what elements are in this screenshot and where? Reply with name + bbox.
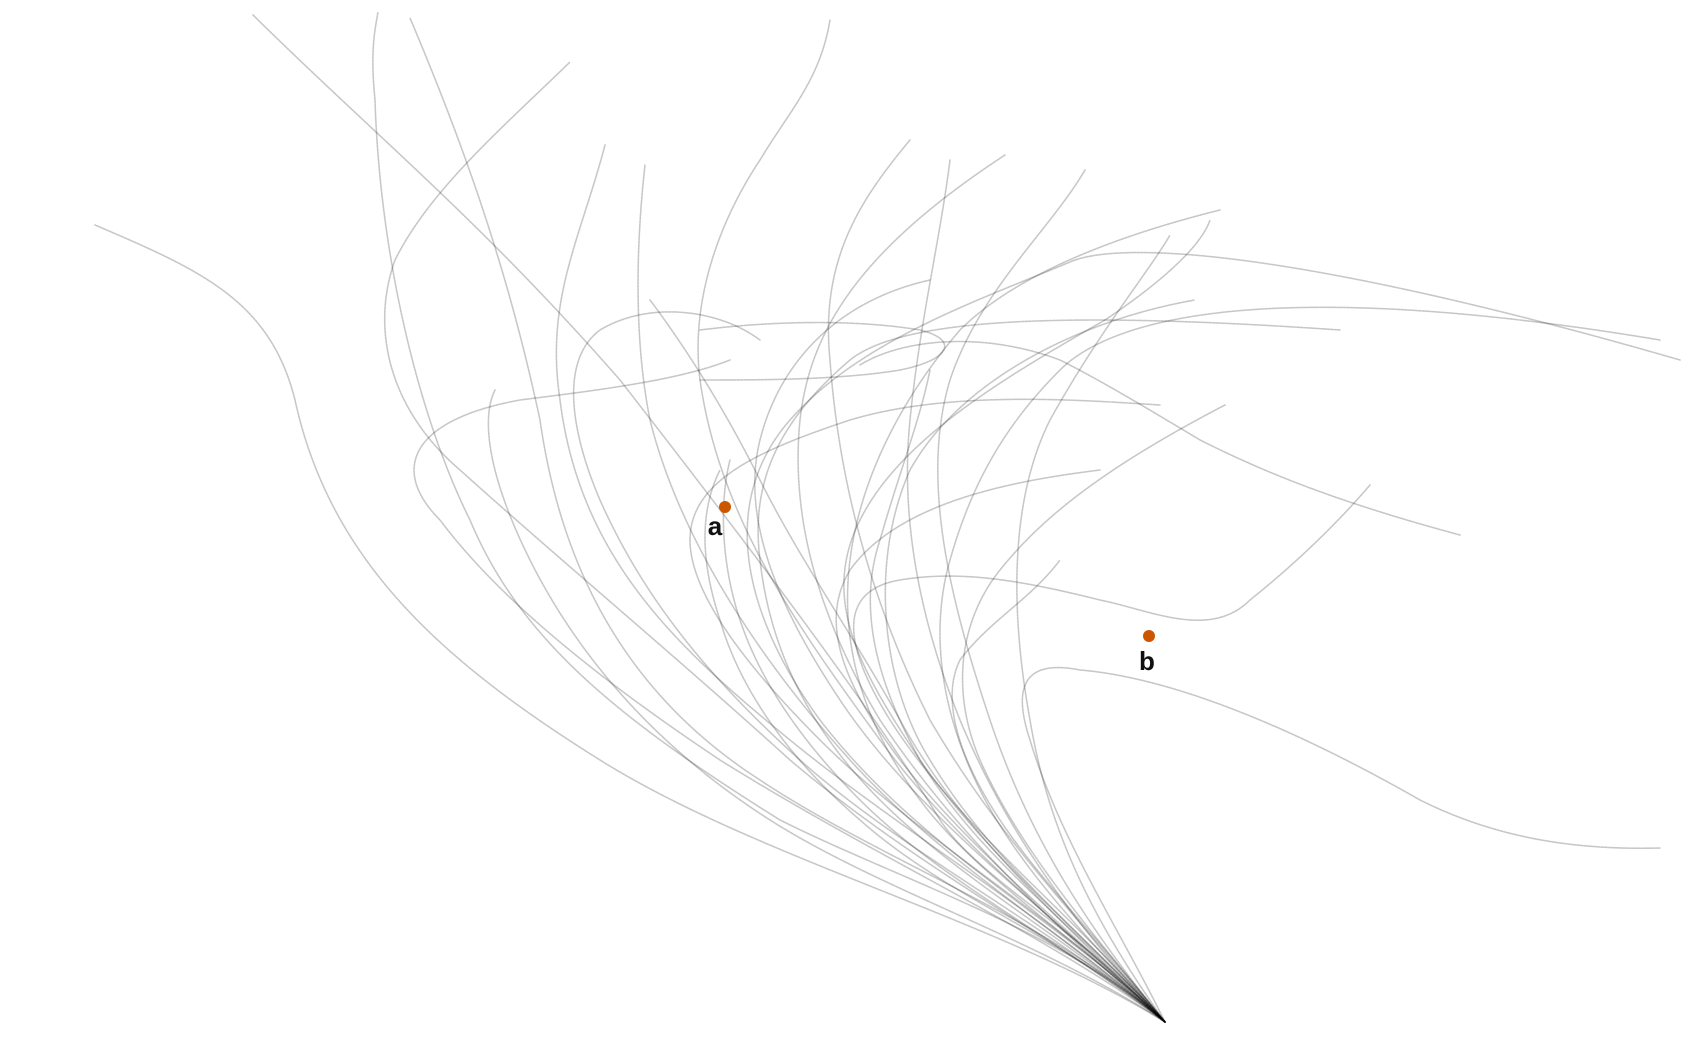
trajectory-line bbox=[722, 459, 1166, 1023]
trajectory-line bbox=[689, 398, 1166, 1023]
trajectory-line bbox=[252, 14, 1166, 1023]
trajectory-line bbox=[827, 139, 1166, 1023]
trajectory-line bbox=[937, 169, 1166, 1023]
trajectory-line bbox=[859, 340, 1461, 536]
trajectory-line bbox=[1016, 234, 1171, 1023]
marker-group: a b bbox=[708, 501, 1155, 676]
trajectory-line bbox=[797, 154, 1166, 1023]
trajectory-line bbox=[372, 11, 1166, 1023]
marker-b-label: b bbox=[1139, 646, 1155, 676]
trajectory-line bbox=[884, 299, 1196, 1023]
marker-a-label: a bbox=[708, 511, 723, 541]
trajectory-line bbox=[697, 19, 1166, 1023]
trajectory-line bbox=[746, 251, 1681, 1023]
trajectory-line bbox=[409, 17, 1166, 1023]
marker-b-dot bbox=[1143, 630, 1155, 642]
trajectory-line bbox=[835, 469, 1166, 1023]
trajectory-line bbox=[1021, 666, 1661, 1023]
trajectory-line bbox=[572, 311, 1166, 1023]
trajectory-line bbox=[754, 279, 1166, 1023]
trajectory-line bbox=[487, 389, 1166, 1023]
trajectory-line bbox=[94, 224, 1166, 1023]
trajectory-line bbox=[649, 299, 1166, 1023]
trajectory-line bbox=[951, 559, 1166, 1023]
trajectory-line bbox=[869, 369, 1166, 1023]
trajectory-line bbox=[637, 164, 1166, 1023]
trajectory-line bbox=[852, 484, 1371, 1023]
marker-a-dot bbox=[719, 501, 731, 513]
trajectory-line bbox=[704, 469, 1166, 1023]
trajectory-line bbox=[843, 219, 1211, 1023]
trajectory-line bbox=[555, 144, 1166, 1023]
trajectory-line bbox=[939, 306, 1661, 1023]
trajectory-lines bbox=[94, 11, 1681, 1023]
trajectory-line bbox=[906, 159, 1166, 1023]
trajectory-line bbox=[413, 359, 1166, 1023]
trajectory-line bbox=[699, 321, 946, 381]
trajectory-line bbox=[757, 319, 1341, 1023]
trajectory-line bbox=[961, 404, 1226, 1023]
trajectory-line bbox=[383, 61, 1166, 1023]
trajectory-line bbox=[846, 209, 1221, 1023]
